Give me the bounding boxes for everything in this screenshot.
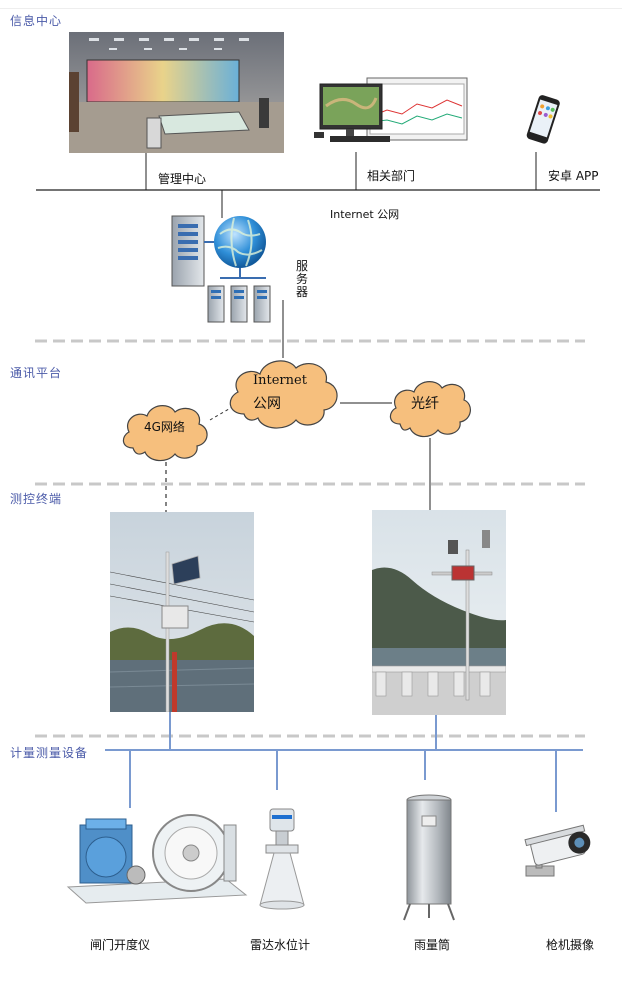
gate-meter-image: [66, 805, 248, 905]
fiber-cloud-label: 光纤: [411, 396, 439, 412]
management-center-label: 管理中心: [158, 172, 207, 186]
server-cluster-image: [168, 214, 280, 326]
radar-level-label: 雷达水位计: [250, 938, 311, 952]
rain-gauge-image: [398, 792, 460, 922]
internet-cloud: [222, 352, 344, 434]
radar-level-image: [250, 805, 314, 913]
bullet-camera-label: 枪机摄像: [546, 938, 595, 952]
internet-to-4g: [209, 405, 235, 421]
control-room-photo: [69, 32, 284, 153]
android-app-label: 安卓 APP: [548, 169, 599, 183]
terminal-photo-4g: [110, 512, 254, 712]
bullet-camera-image: [518, 822, 598, 886]
gate-meter-label: 闸门开度仪: [90, 938, 151, 952]
internet-cloud-label-line2: 公网: [253, 396, 281, 412]
4g-cloud-label: 4G网络: [144, 420, 185, 434]
fiber-cloud: [384, 374, 476, 442]
rain-gauge-label: 雨量筒: [414, 938, 451, 952]
section-title-monitor-terminal: 测控终端: [10, 492, 63, 506]
terminal-photo-fiber: [372, 510, 506, 715]
section-title-comm-platform: 通讯平台: [10, 366, 63, 380]
department-computers-image: [312, 76, 472, 152]
section-title-metering-devices: 计量测量设备: [10, 746, 89, 760]
top-rule: [0, 8, 622, 9]
related-departments-label: 相关部门: [367, 169, 416, 183]
section-title-info-center: 信息中心: [10, 14, 63, 28]
android-phone-image: [522, 92, 562, 148]
server-label: 服务器: [296, 259, 309, 299]
internet-public-label: Internet 公网: [330, 208, 400, 221]
internet-cloud-label-line1: Internet: [253, 373, 307, 388]
4g-network-cloud: [117, 398, 215, 466]
